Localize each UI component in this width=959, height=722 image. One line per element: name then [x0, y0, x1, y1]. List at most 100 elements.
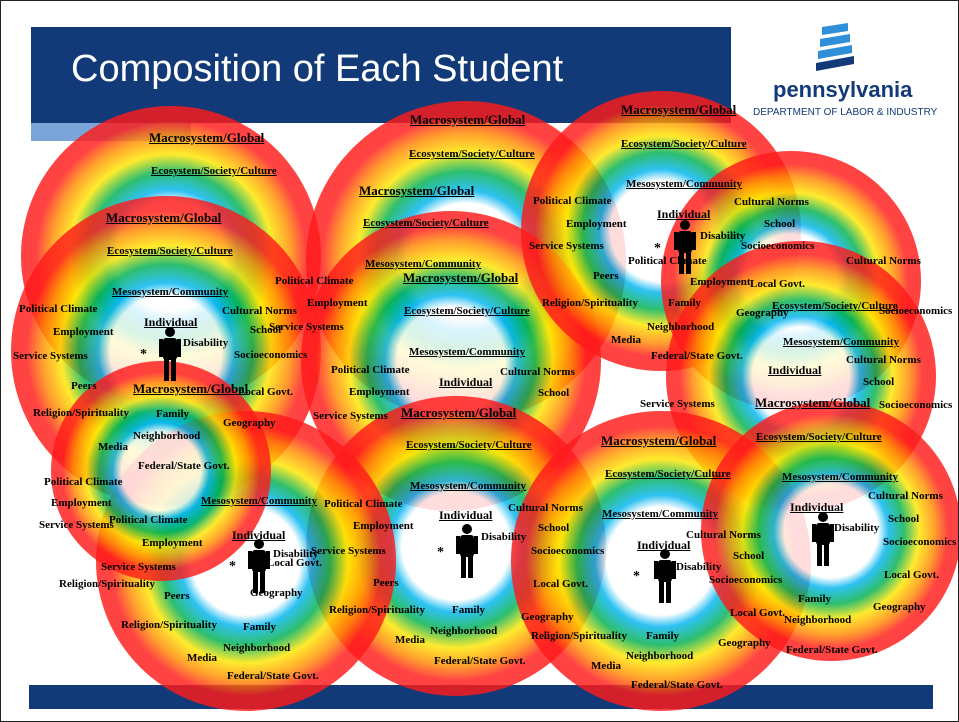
factor-label: Neighborhood [626, 650, 694, 662]
factor-label: Cultural Norms [868, 490, 943, 502]
factor-label: School [733, 550, 765, 562]
factor-label: Geography [223, 417, 276, 429]
factor-label: Cultural Norms [846, 354, 921, 366]
ecological-ring [51, 361, 271, 581]
factor-label: Religion/Spirituality [33, 407, 129, 419]
factor-label: Socioeconomics [709, 574, 783, 586]
factor-label: Federal/State Govt. [786, 644, 878, 656]
meso-label: Mesosystem/Community [365, 258, 482, 270]
factor-label: Political Climate [628, 255, 707, 267]
factor-label: Cultural Norms [508, 502, 583, 514]
individual-label: Individual [768, 363, 822, 377]
macro-label: Macrosystem/Global [149, 130, 265, 145]
factor-label: Family [156, 408, 189, 420]
macro-label: Macrosystem/Global [403, 270, 519, 285]
factor-label: Employment [353, 520, 414, 532]
meso-label: Mesosystem/Community [602, 508, 719, 520]
person-icon [654, 549, 676, 603]
logo-department: DEPARTMENT OF LABOR & INDUSTRY [753, 107, 938, 118]
factor-label: School [863, 376, 895, 388]
factor-label: Neighborhood [133, 430, 201, 442]
individual-label: Individual [232, 528, 286, 542]
factor-label: Geography [736, 307, 789, 319]
disability-label: Disability [481, 531, 527, 543]
individual-label: Individual [637, 538, 691, 552]
factor-label: Religion/Spirituality [59, 578, 155, 590]
factor-label: Service Systems [269, 321, 344, 333]
factor-label: Family [668, 297, 701, 309]
factor-label: Media [611, 334, 641, 346]
factor-label: Political Climate [533, 195, 612, 207]
factor-label: Employment [349, 386, 410, 398]
factor-label: Peers [373, 577, 399, 589]
factor-label: School [538, 387, 570, 399]
factor-label: Religion/Spirituality [542, 297, 638, 309]
factor-label: Religion/Spirituality [121, 619, 217, 631]
factor-label: Service Systems [313, 410, 388, 422]
factor-label: Political Climate [109, 514, 188, 526]
macro-label: Macrosystem/Global [106, 210, 222, 225]
factor-label: Employment [51, 497, 112, 509]
factor-label: Socioeconomics [883, 536, 957, 548]
eco-label: Ecosystem/Society/Culture [756, 431, 882, 443]
macro-label: Macrosystem/Global [621, 102, 737, 117]
person-icon [674, 220, 696, 274]
disability-label: Disability [183, 337, 229, 349]
meso-label: Mesosystem/Community [626, 178, 743, 190]
factor-label: Neighborhood [647, 321, 715, 333]
meso-label: Mesosystem/Community [201, 495, 318, 507]
factor-label: Local Govt. [238, 386, 293, 398]
factor-label: Religion/Spirituality [329, 604, 425, 616]
factor-label: Political Climate [324, 498, 403, 510]
meso-label: Mesosystem/Community [782, 471, 899, 483]
factor-label: Service Systems [640, 398, 715, 410]
factor-label: Local Govt. [267, 557, 322, 569]
factor-label: Family [798, 593, 831, 605]
factor-label: Family [646, 630, 679, 642]
star-marker: * [229, 559, 236, 574]
factor-label: Federal/State Govt. [138, 460, 230, 472]
eco-label: Ecosystem/Society/Culture [363, 217, 489, 229]
factor-label: Employment [566, 218, 627, 230]
factor-label: Federal/State Govt. [631, 679, 723, 691]
factor-label: Peers [71, 380, 97, 392]
factor-label: Political Climate [275, 275, 354, 287]
factor-label: Neighborhood [784, 614, 852, 626]
factor-label: Employment [53, 326, 114, 338]
disability-label: Disability [834, 522, 880, 534]
person-icon [456, 524, 478, 578]
macro-label: Macrosystem/Global [410, 112, 526, 127]
factor-label: Cultural Norms [686, 529, 761, 541]
eco-label: Ecosystem/Society/Culture [107, 245, 233, 257]
factor-label: Cultural Norms [222, 305, 297, 317]
logo-wordmark: pennsylvania [773, 77, 913, 102]
factor-label: Geography [873, 601, 926, 613]
factor-label: Media [591, 660, 621, 672]
factor-label: Cultural Norms [846, 255, 921, 267]
factor-label: Service Systems [311, 545, 386, 557]
eco-label: Ecosystem/Society/Culture [151, 165, 277, 177]
factor-label: Socioeconomics [531, 545, 605, 557]
factor-label: Socioeconomics [879, 305, 953, 317]
factor-label: Employment [690, 276, 751, 288]
factor-label: Employment [307, 297, 368, 309]
macro-label: Macrosystem/Global [359, 183, 475, 198]
factor-label: Family [452, 604, 485, 616]
factor-label: Family [243, 621, 276, 633]
eco-label: Ecosystem/Society/Culture [605, 468, 731, 480]
factor-label: School [888, 513, 920, 525]
macro-label: Macrosystem/Global [401, 405, 517, 420]
factor-label: Geography [250, 587, 303, 599]
factor-label: Media [98, 441, 128, 453]
star-marker: * [437, 545, 444, 560]
factor-label: Political Climate [44, 476, 123, 488]
factor-label: Local Govt. [884, 569, 939, 581]
macro-label: Macrosystem/Global [133, 381, 249, 396]
factor-label: Geography [521, 611, 574, 623]
person-icon [159, 327, 181, 381]
meso-label: Mesosystem/Community [410, 480, 527, 492]
factor-label: Service Systems [101, 561, 176, 573]
factor-label: Local Govt. [730, 607, 785, 619]
